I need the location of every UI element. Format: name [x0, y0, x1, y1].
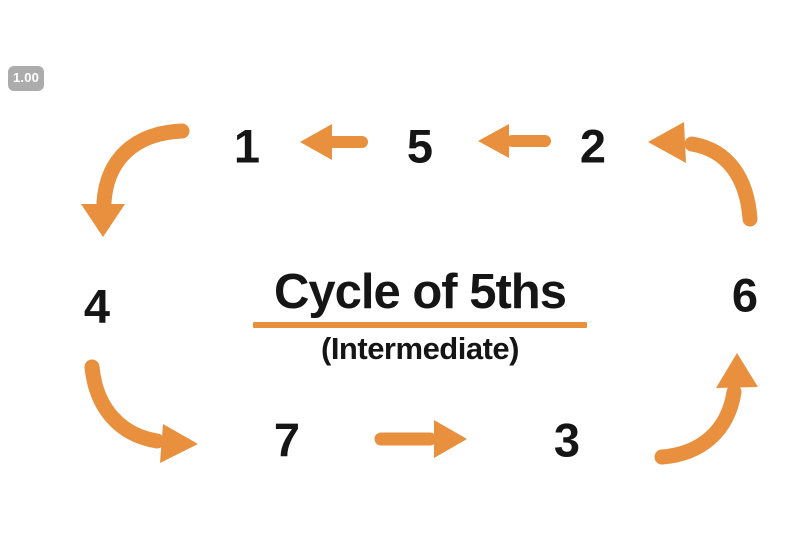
- arrow-6-to-2-icon: [648, 122, 758, 227]
- arrow-3-to-6-icon: [654, 353, 758, 465]
- diagram-title: Cycle of 5ths: [274, 265, 567, 319]
- title-underline: [253, 322, 587, 328]
- node-3: 3: [553, 413, 581, 467]
- node-2: 2: [579, 119, 607, 173]
- arrow-5-to-1-icon: [300, 124, 368, 160]
- arrow-4-to-7-icon: [84, 359, 198, 463]
- node-6: 6: [731, 268, 759, 322]
- arrow-1-to-4-icon: [81, 123, 190, 237]
- arrow-7-to-3-icon: [374, 420, 467, 458]
- node-7: 7: [273, 413, 301, 467]
- node-4: 4: [83, 279, 111, 333]
- title-block: Cycle of 5ths (Intermediate): [253, 264, 587, 366]
- node-5: 5: [406, 119, 434, 173]
- node-1: 1: [233, 119, 261, 173]
- zoom-level-badge: 1.00: [8, 66, 45, 91]
- arrow-2-to-5-icon: [478, 124, 551, 158]
- diagram-subtitle: (Intermediate): [321, 331, 519, 366]
